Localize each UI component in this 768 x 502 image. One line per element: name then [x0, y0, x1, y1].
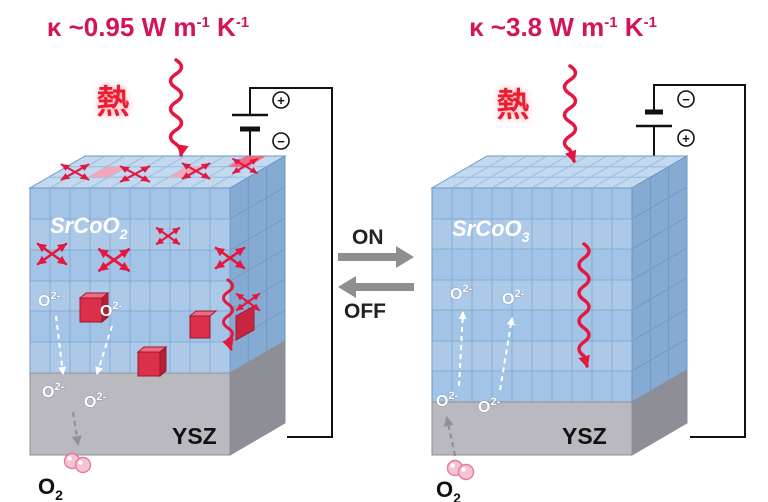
left-block: SrCoO2 YSZ O2- O2- O2- O2-: [28, 155, 287, 456]
left-substrate-label: YSZ: [172, 423, 217, 449]
switch-off-label: OFF: [344, 300, 386, 323]
ion-label: O2-: [42, 381, 65, 401]
right-inner-heat-arrow: [577, 242, 591, 368]
switch-on-label: ON: [352, 226, 384, 249]
right-substrate-front-face: [431, 401, 633, 456]
right-circuit: − +: [636, 84, 746, 438]
right-heat-arrow: [562, 64, 578, 163]
right-gas-label: O2: [436, 477, 461, 502]
right-terminal-top-sign: −: [682, 92, 690, 107]
left-heat-arrow: [168, 58, 189, 157]
left-inner-heat-arrow: [222, 278, 234, 351]
ion-migration-arrow: [458, 311, 467, 387]
vacancy-cell-top: [168, 166, 207, 178]
switch-indicator: ON OFF: [338, 226, 414, 323]
right-lattice-grid-top: [450, 155, 669, 189]
right-terminal-bottom-circle: [677, 129, 695, 147]
ion-migration-arrow: [55, 315, 67, 375]
right-terminal-bottom-sign: +: [682, 131, 690, 146]
left-terminal-top-sign: +: [277, 93, 285, 108]
ion-label: O2-: [84, 391, 107, 411]
switch-off-arrow: [338, 276, 414, 298]
switch-on-arrow: [338, 246, 414, 268]
left-heat-label: 熱: [97, 83, 130, 120]
vacancy-cube: [136, 345, 168, 378]
left-terminal-bottom-sign: −: [277, 134, 285, 149]
ion-migration-arrow: [499, 317, 515, 391]
oxygen-uptake-arrow: [443, 416, 457, 457]
vacancy-cube: [188, 310, 218, 339]
ion-label: O2-: [100, 300, 123, 320]
left-lattice-grid-front: [30, 188, 230, 373]
right-block: SrCoO3 YSZ O2- O2- O2- O2-: [430, 155, 689, 457]
vacancy-cube-side: [235, 305, 255, 341]
left-terminal-top-circle: [272, 91, 290, 109]
ion-label: O2-: [502, 288, 525, 308]
left-terminal-bottom-circle: [272, 132, 290, 150]
left-film-label: SrCoO2: [50, 213, 128, 242]
right-substrate-label: YSZ: [562, 423, 607, 449]
ion-label: O2-: [38, 290, 61, 310]
left-gas-label: O2: [38, 474, 63, 502]
ion-label: O2-: [436, 390, 459, 410]
right-terminal-top-circle: [677, 90, 695, 108]
ion-label: O2-: [450, 283, 473, 303]
right-film-side-face: [631, 155, 688, 403]
left-substrate-front-face: [29, 372, 231, 456]
ion-label: O2-: [478, 396, 501, 416]
right-film-label: SrCoO3: [452, 216, 530, 245]
left-kappa-title: κ ~0.95 W m-1 K-1: [47, 12, 249, 42]
right-lattice-grid-side: [631, 166, 688, 392]
vacancy-cube: [78, 291, 110, 324]
vacancy-cell-top: [88, 166, 127, 178]
right-kappa-title: κ ~3.8 W m-1 K-1: [469, 12, 657, 42]
right-lattice-grid-front: [432, 188, 632, 402]
left-circuit: + −: [232, 87, 333, 438]
right-heat-label: 熱: [497, 86, 530, 123]
